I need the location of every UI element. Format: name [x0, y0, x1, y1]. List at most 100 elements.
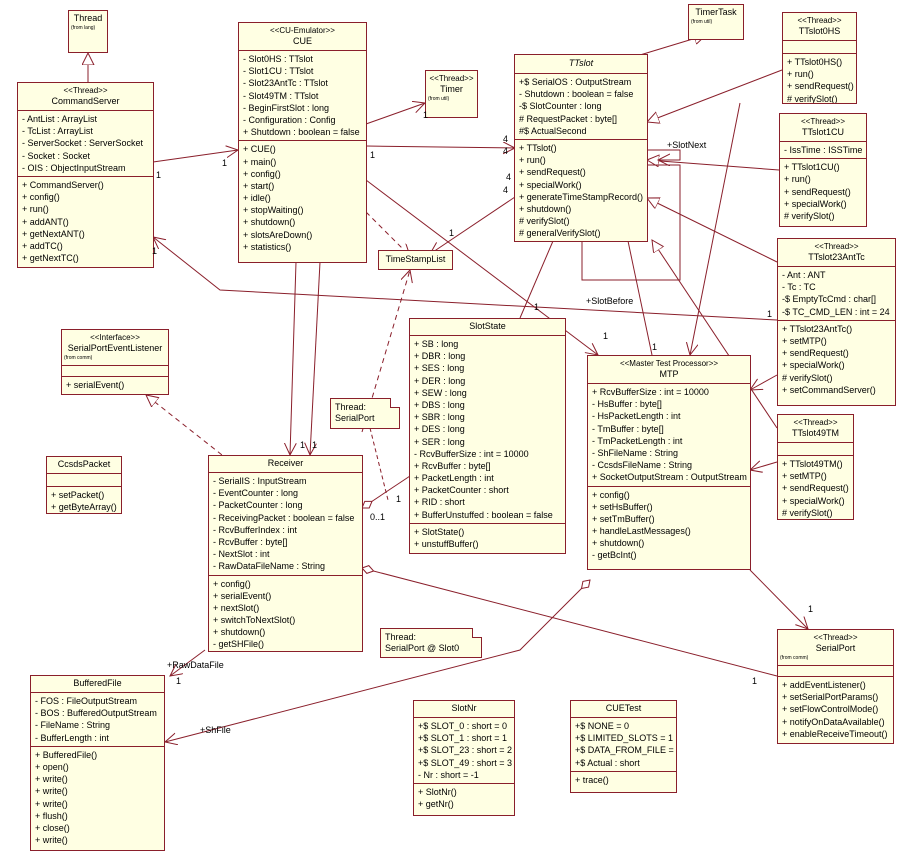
role-label: +ShFile: [200, 725, 231, 735]
attribute: + RID : short: [414, 497, 465, 508]
operation: + specialWork(): [784, 198, 847, 209]
operation: + setMTP(): [782, 471, 827, 482]
operation: + sendRequest(): [787, 81, 854, 92]
operation: + notifyOnDataAvailable(): [782, 716, 885, 727]
attribute: - Socket : Socket: [22, 150, 91, 161]
stereotype: <<Thread>>: [793, 418, 838, 427]
multiplicity-label: 1: [534, 302, 540, 312]
class-thread[interactable]: Thread (from lang): [68, 10, 108, 53]
note-line: Thread:: [335, 402, 367, 412]
operation: + getByteArray(): [51, 502, 117, 513]
class-serialport[interactable]: <<Thread>> SerialPort (from comm) + addE…: [777, 629, 894, 744]
multiplicity-label: 1: [767, 309, 773, 319]
class-name: TTslot: [568, 58, 594, 68]
operation: + setTmBuffer(): [592, 513, 655, 524]
class-ttslot[interactable]: TTslot +$ SerialOS : OutputStream - Shut…: [514, 54, 648, 242]
class-name: CommandServer: [51, 96, 120, 106]
operation: # verifySlot(): [787, 93, 838, 104]
class-name: TimerTask: [695, 7, 737, 17]
class-receiver[interactable]: Receiver - SerialIS : InputStream - Even…: [208, 455, 363, 652]
operation: + open(): [35, 761, 69, 772]
attribute: - ServerSocket : ServerSocket: [22, 138, 144, 149]
stereotype: <<Thread>>: [429, 74, 474, 83]
multiplicity-label: 1: [300, 440, 306, 450]
class-ttslot1cu[interactable]: <<Thread>> TTslot1CU - IssTime : ISSTime…: [779, 113, 867, 227]
operation: + shutdown(): [213, 627, 266, 638]
class-name: TTslot0HS: [798, 26, 841, 36]
edge-ttslot-slotbefore: [581, 164, 681, 281]
class-timertask[interactable]: TimerTask (from util): [688, 4, 744, 40]
attribute: - HsPacketLength : int: [592, 411, 681, 422]
operation: + switchToNextSlot(): [213, 615, 296, 626]
stereotype: <<Interface>>: [90, 333, 140, 342]
class-name: TTslot1CU: [801, 127, 844, 137]
attribute: + Shutdown : boolean = false: [243, 127, 360, 138]
attribute: - ShFileName : String: [592, 447, 679, 458]
class-name: BufferedFile: [73, 678, 122, 688]
attribute: +$ SLOT_23 : short = 2: [418, 745, 513, 756]
operation: + addEventListener(): [782, 680, 866, 690]
attribute: + BufferUnstuffed : boolean = false: [414, 509, 553, 520]
class-timer[interactable]: <<Thread>> Timer (from util): [425, 70, 478, 118]
class-bufferedfile[interactable]: BufferedFile - FOS : FileOutputStream - …: [30, 675, 165, 851]
role-label: +SlotNext: [667, 140, 707, 150]
package-label: (from util): [428, 96, 450, 102]
operation: + BufferedFile(): [35, 749, 98, 760]
attribute: +$ NONE = 0: [575, 721, 630, 731]
attribute: - Nr : short = -1: [418, 769, 479, 780]
class-name: MTP: [659, 369, 679, 379]
operation: + config(): [22, 192, 60, 203]
multiplicity-label: 1: [176, 676, 182, 686]
class-name: TimeStampList: [385, 254, 446, 264]
operation: + sendRequest(): [782, 483, 849, 494]
multiplicity-label: 1: [152, 246, 158, 256]
attribute: - CcsdsFileName : String: [592, 460, 693, 471]
operation: + run(): [22, 204, 49, 215]
stereotype: <<Thread>>: [814, 242, 859, 251]
attribute: - BufferLength : int: [35, 732, 109, 743]
class-name: SlotState: [469, 321, 506, 331]
operation: + idle(): [243, 193, 271, 204]
class-slotstate[interactable]: SlotState + SB : long + DBR : long + SES…: [409, 318, 566, 554]
class-ttslot23anttc[interactable]: <<Thread>> TTslot23AntTc - Ant : ANT - T…: [777, 238, 896, 406]
attribute: - Slot49TM : TTslot: [243, 90, 319, 101]
attribute: + SB : long: [414, 339, 459, 349]
edge-ttslot-slotstate: [519, 240, 554, 319]
operation: + write(): [35, 798, 68, 809]
class-mtp[interactable]: <<Master Test Processor>> MTP + RcvBuffe…: [587, 355, 751, 570]
operation: - getBcInt(): [592, 550, 637, 561]
operation: + TTslot49TM(): [782, 459, 843, 469]
class-commandserver[interactable]: <<Thread>> CommandServer - AntList : Arr…: [17, 82, 154, 268]
edge-cue-receiver2: [310, 261, 321, 455]
operation: + shutdown(): [243, 217, 296, 228]
operation: + SlotState(): [414, 526, 465, 537]
attribute: +$ LIMITED_SLOTS = 1: [575, 733, 674, 744]
operation: # verifySlot(): [784, 210, 835, 221]
attribute: - RcvBufferSize : int = 10000: [414, 448, 529, 459]
attribute: - TcList : ArrayList: [22, 126, 93, 137]
operation: + setFlowControlMode(): [782, 704, 879, 715]
operation: + TTslot23AntTc(): [782, 323, 853, 334]
attribute: - ReceivingPacket : boolean = false: [213, 512, 355, 523]
class-slotnr[interactable]: SlotNr +$ SLOT_0 : short = 0 +$ SLOT_1 :…: [413, 700, 515, 816]
class-ccsdspacket[interactable]: CcsdsPacket + setPacket() + getByteArray…: [46, 456, 122, 514]
multiplicity-label: 1: [423, 110, 429, 120]
multiplicity-label: 1: [603, 331, 609, 341]
multiplicity-label: 1: [156, 170, 162, 180]
class-ttslot49tm[interactable]: <<Thread>> TTslot49TM + TTslot49TM() + s…: [777, 414, 854, 520]
class-name: Timer: [440, 84, 463, 94]
class-name: Thread: [73, 13, 103, 23]
class-ttslot0hs[interactable]: <<Thread>> TTslot0HS + TTslot0HS() + run…: [782, 12, 857, 104]
class-name: TTslot49TM: [791, 428, 839, 438]
edge-ttslot49-mtp: [750, 462, 778, 470]
attribute: - OIS : ObjectInputStream: [22, 162, 126, 173]
operation: + stopWaiting(): [243, 205, 304, 216]
class-cuetest[interactable]: CUETest +$ NONE = 0 +$ LIMITED_SLOTS = 1…: [570, 700, 677, 793]
attribute: -$ SlotCounter : long: [519, 101, 602, 112]
attribute: + DBS : long: [414, 399, 465, 410]
class-serialporteventlistener[interactable]: <<Interface>> SerialPortEventListener (f…: [61, 329, 169, 395]
class-timestamplist[interactable]: TimeStampList: [378, 250, 453, 270]
attribute: - Ant : ANT: [782, 270, 826, 280]
class-cue[interactable]: <<CU-Emulator>> CUE - Slot0HS : TTslot -…: [238, 22, 367, 263]
